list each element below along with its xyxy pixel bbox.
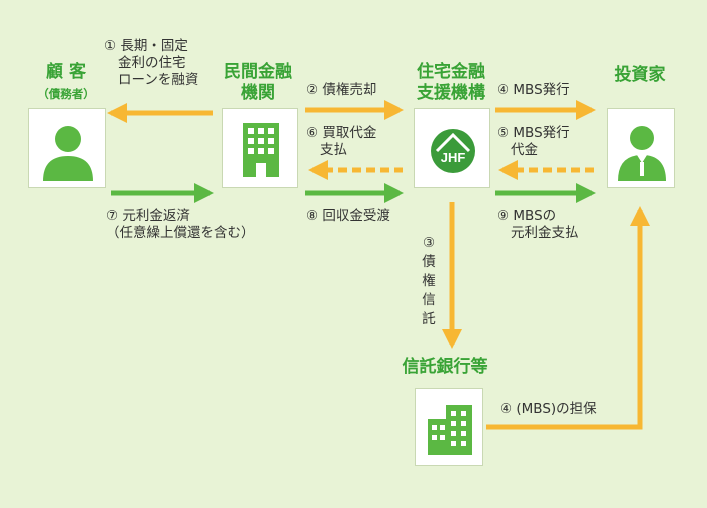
jhf-title-line2: 支援機構 [417, 83, 485, 103]
jhf-title: 住宅金融 支援機構 [400, 62, 502, 104]
private-bank-title: 民間金融 機関 [208, 62, 308, 104]
flow-5-line1: ⑤ MBS発行 [497, 125, 570, 141]
building-icon [243, 123, 279, 177]
jhf-title-line1: 住宅金融 [417, 62, 485, 82]
jhf-logo: JHF [431, 129, 475, 173]
trust-bank-title: 信託銀行等 [402, 357, 488, 377]
flow-7-line2: （任意繰上償還を含む） [106, 225, 255, 241]
flow-1-line2: 金利の住宅 [118, 55, 186, 71]
flow-1-line3: ローンを融資 [118, 72, 199, 88]
private-bank-title-line2: 機関 [241, 83, 275, 103]
flow-7-label: ⑦ 元利金返済 （任意繰上償還を含む） [106, 208, 255, 242]
jhf-box: JHF [414, 108, 490, 188]
flow-1-line1: ① 長期・固定 [104, 38, 188, 54]
flow-3-char: 債 [422, 254, 436, 270]
flow-8-label: ⑧ 回収金受渡 [306, 208, 390, 224]
person-icon [43, 126, 93, 181]
jhf-logo-text: JHF [441, 150, 466, 165]
flow-6-line1: ⑥ 買取代金 [306, 125, 377, 141]
trust-bank-box [415, 388, 483, 466]
office-buildings-icon [428, 405, 472, 455]
flow-3-label: ③ 債 権 信 託 [419, 234, 439, 329]
flow-3-char: 権 [422, 273, 436, 289]
flow-5-label: ⑤ MBS発行 代金 [497, 125, 570, 159]
customer-box [28, 108, 106, 188]
arrow-collateral [486, 206, 650, 430]
private-bank-title-line1: 民間金融 [224, 62, 292, 82]
flow-2-label: ② 債権売却 [306, 82, 377, 98]
flow-3-char: 信 [422, 292, 436, 308]
customer-title: 顧 客 [46, 62, 86, 82]
flow-1-label: ① 長期・固定 金利の住宅 ローンを融資 [104, 38, 198, 89]
flow-3-num: ③ [422, 235, 436, 251]
private-bank-box [222, 108, 298, 188]
flow-4b-label: ④ (MBS)の担保 [500, 401, 597, 417]
flow-7-line1: ⑦ 元利金返済 [106, 208, 190, 224]
flow-6-line2: 支払 [320, 142, 347, 158]
investor-title: 投資家 [614, 65, 666, 85]
flow-9-label: ⑨ MBSの 元利金支払 [497, 208, 579, 242]
flow-6-label: ⑥ 買取代金 支払 [306, 125, 376, 159]
flow-3-char: 託 [422, 311, 436, 327]
investor-box [607, 108, 675, 188]
businessperson-icon [618, 126, 666, 181]
customer-subtitle: （債務者） [37, 87, 95, 101]
flow-9-line1: ⑨ MBSの [497, 208, 557, 224]
flow-9-line2: 元利金支払 [511, 225, 579, 241]
flow-5-line2: 代金 [511, 142, 538, 158]
flow-4a-label: ④ MBS発行 [497, 82, 570, 98]
